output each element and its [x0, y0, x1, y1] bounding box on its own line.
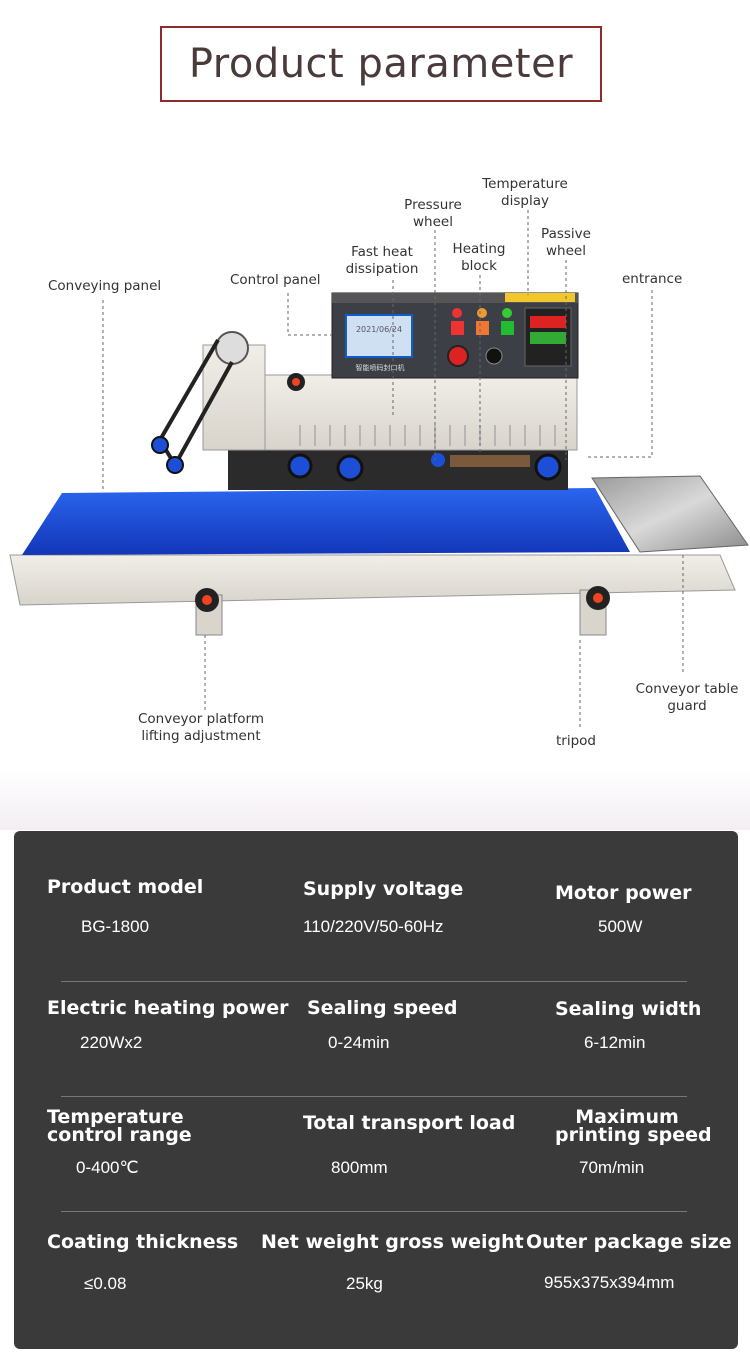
drive-belt — [157, 338, 234, 470]
callout-temp-line2: display — [501, 193, 549, 209]
panel-label: 智能喷码封口机 — [356, 363, 405, 372]
callout-temperature-display: Temperature display — [478, 176, 572, 210]
callout-passive-line2: wheel — [546, 243, 586, 259]
drive-pulley — [215, 331, 249, 365]
callout-fast-heat-line2: dissipation — [345, 261, 419, 277]
spec-value-package: 955x375x394mm — [544, 1273, 675, 1292]
spec-value-weight: 25kg — [346, 1274, 383, 1293]
spec-label-max-print-line1: Maximum — [575, 1106, 679, 1128]
callout-pressure-line2: wheel — [413, 214, 453, 230]
spec-label-temp-range: Temperature control range — [47, 1106, 192, 1146]
callout-tripod: tripod — [556, 733, 596, 749]
page-title-box: Product parameter — [160, 26, 602, 102]
callout-heating-block: Heating block — [449, 241, 509, 275]
callout-temp-line1: Temperature — [482, 176, 568, 192]
spec-divider-1 — [61, 981, 687, 982]
spec-label-transport-load: Total transport load — [303, 1112, 516, 1134]
spec-divider-3 — [61, 1211, 687, 1212]
callout-lifting-line2: lifting adjustment — [141, 728, 261, 744]
spec-value-supply-voltage: 110/220V/50-60Hz — [303, 917, 444, 936]
spec-value-transport-load: 800mm — [331, 1158, 388, 1177]
table-guard-plate — [591, 475, 749, 553]
spec-label-motor-power: Motor power — [555, 882, 692, 904]
background-fade — [0, 770, 750, 830]
spec-value-coating: ≤0.08 — [84, 1274, 127, 1293]
spec-value-max-print-speed: 70m/min — [579, 1158, 645, 1177]
callout-lifting-line1: Conveyor platform — [138, 711, 264, 727]
orange-switch — [476, 321, 489, 335]
callout-pressure-line1: Pressure — [404, 197, 462, 213]
spec-value-sealing-speed: 0-24min — [328, 1033, 390, 1052]
callout-table-guard: Conveyor table guard — [632, 681, 742, 715]
spec-label-max-print-line2: printing speed — [555, 1124, 712, 1146]
callout-heating-line2: block — [461, 258, 497, 274]
spec-label-temp-range-line1: Temperature — [47, 1106, 184, 1128]
spec-value-heating-power: 220Wx2 — [80, 1033, 143, 1052]
touch-screen — [345, 314, 413, 358]
spec-value-sealing-width: 6-12min — [584, 1033, 646, 1052]
red-switch — [451, 321, 464, 335]
green-switch — [501, 321, 514, 335]
drive-mechanism — [228, 445, 568, 490]
callout-conveying-panel: Conveying panel — [48, 278, 162, 294]
callout-control-panel: Control panel — [230, 272, 321, 288]
page-title: Product parameter — [188, 41, 574, 87]
spec-label-max-print-speed: Maximum printing speed — [555, 1106, 712, 1146]
callout-passive-line1: Passive — [541, 226, 591, 242]
spec-label-heating-power: Electric heating power — [47, 997, 289, 1019]
callout-entrance: entrance — [622, 271, 683, 287]
spec-value-product-model: BG-1800 — [81, 917, 150, 936]
main-housing — [264, 374, 578, 451]
callout-pressure-wheel: Pressure wheel — [400, 197, 466, 231]
spec-label-weight: Net weight gross weight — [261, 1231, 524, 1253]
callout-heating-line1: Heating — [452, 241, 506, 257]
spec-value-motor-power: 500W — [598, 917, 643, 936]
spec-value-temp-range: 0-400℃ — [76, 1158, 139, 1177]
spec-label-supply-voltage: Supply voltage — [303, 878, 464, 900]
sealing-machine-illustration: 2021/06/24 智能喷码封口机 — [9, 210, 749, 730]
spec-panel: Product model BG-1800 Supply voltage 110… — [14, 831, 738, 1349]
spec-label-package: Outer package size — [526, 1231, 732, 1253]
conveyor-belt — [22, 488, 630, 555]
callout-lifting-adjustment: Conveyor platform lifting adjustment — [130, 711, 272, 745]
spec-label-sealing-speed: Sealing speed — [307, 997, 458, 1019]
heating-block — [450, 455, 530, 467]
emergency-stop — [447, 345, 469, 367]
callout-fast-heat-line1: Fast heat — [351, 244, 413, 260]
screen-date: 2021/06/24 — [356, 325, 402, 334]
callout-guard-line1: Conveyor table — [635, 681, 739, 697]
callout-fast-heat: Fast heat dissipation — [344, 244, 420, 278]
spec-label-product-model: Product model — [47, 876, 204, 898]
conveyor-frame — [9, 554, 736, 606]
spec-label-sealing-width: Sealing width — [555, 998, 702, 1020]
spec-divider-2 — [61, 1096, 687, 1097]
spec-label-coating: Coating thickness — [47, 1231, 239, 1253]
callout-guard-line2: guard — [667, 698, 707, 714]
spec-label-temp-range-line2: control range — [47, 1124, 192, 1146]
speed-knob — [485, 347, 503, 365]
callout-passive-wheel: Passive wheel — [536, 226, 596, 260]
